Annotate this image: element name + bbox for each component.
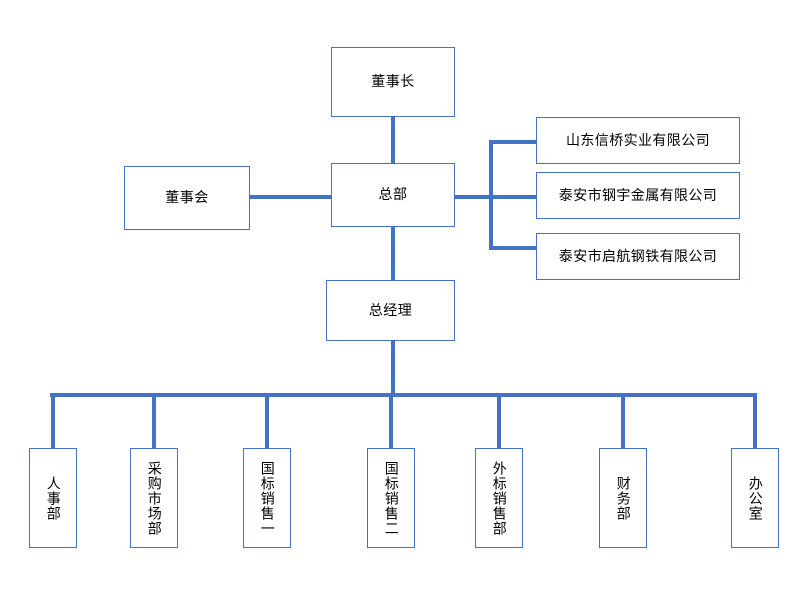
node-department-3[interactable]: 国标销售一 xyxy=(243,448,291,548)
connector-department-bus xyxy=(50,393,757,397)
node-subsidiary-2[interactable]: 泰安市钢宇金属有限公司 xyxy=(536,172,740,219)
node-headquarters[interactable]: 总部 xyxy=(331,163,455,227)
connector-bus-to-department-1 xyxy=(51,393,55,448)
node-general-manager-label: 总经理 xyxy=(368,301,413,318)
connector-bus-to-department-6 xyxy=(621,393,625,448)
node-chairman[interactable]: 董事长 xyxy=(331,47,455,117)
node-department-3-label: 国标销售一 xyxy=(259,460,276,536)
connector-bus-to-department-3 xyxy=(265,393,269,448)
connector-spine-to-subsidiary-3 xyxy=(489,246,537,250)
node-department-4-label: 国标销售二 xyxy=(383,460,400,536)
node-subsidiary-1-label: 山东信桥实业有限公司 xyxy=(566,131,710,148)
connector-bus-to-department-2 xyxy=(152,393,156,448)
connector-headquarters-to-subsidiary-spine xyxy=(455,195,493,199)
node-board-of-directors-label: 董事会 xyxy=(165,189,209,206)
connector-bus-to-department-5 xyxy=(497,393,501,448)
node-chairman-label: 董事长 xyxy=(371,73,415,90)
node-subsidiary-3[interactable]: 泰安市启航钢铁有限公司 xyxy=(536,233,740,280)
connector-chairman-to-headquarters xyxy=(391,117,395,165)
node-department-2-label: 采购市场部 xyxy=(146,460,163,536)
connector-board-to-headquarters xyxy=(250,195,331,199)
node-department-5-label: 外标销售部 xyxy=(491,460,508,536)
node-department-2[interactable]: 采购市场部 xyxy=(130,448,178,548)
node-general-manager[interactable]: 总经理 xyxy=(326,280,455,341)
connector-bus-to-department-7 xyxy=(753,393,757,448)
node-department-1[interactable]: 人事部 xyxy=(29,448,77,548)
node-department-4[interactable]: 国标销售二 xyxy=(367,448,415,548)
node-department-6-label: 财务部 xyxy=(615,475,632,521)
connector-spine-to-subsidiary-1 xyxy=(489,140,537,144)
connector-bus-to-department-4 xyxy=(389,393,393,448)
node-subsidiary-2-label: 泰安市钢宇金属有限公司 xyxy=(558,186,718,203)
node-department-6[interactable]: 财务部 xyxy=(599,448,647,548)
node-board-of-directors[interactable]: 董事会 xyxy=(124,166,250,230)
node-subsidiary-1[interactable]: 山东信桥实业有限公司 xyxy=(536,117,740,164)
node-headquarters-label: 总部 xyxy=(378,186,408,203)
node-department-7-label: 办公室 xyxy=(747,475,764,521)
connector-general-manager-to-bus xyxy=(391,341,395,395)
node-department-5[interactable]: 外标销售部 xyxy=(475,448,523,548)
node-department-7[interactable]: 办公室 xyxy=(731,448,779,548)
node-department-1-label: 人事部 xyxy=(45,475,62,521)
node-subsidiary-3-label: 泰安市启航钢铁有限公司 xyxy=(558,247,718,264)
connector-headquarters-to-general-manager xyxy=(391,227,395,280)
connector-spine-to-subsidiary-2 xyxy=(489,195,537,199)
